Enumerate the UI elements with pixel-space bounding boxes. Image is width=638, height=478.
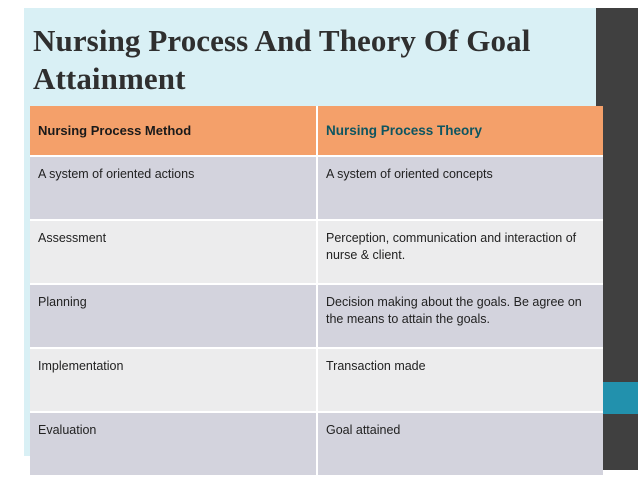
table-row: A system of oriented actions A system of… bbox=[30, 156, 603, 221]
cell-method: A system of oriented actions bbox=[30, 156, 318, 221]
table-header-theory: Nursing Process Theory bbox=[317, 106, 603, 157]
table-row: Assessment Perception, communication and… bbox=[30, 220, 603, 285]
right-strip-bottom-cap bbox=[596, 470, 638, 478]
comparison-table: Nursing Process Method Nursing Process T… bbox=[30, 106, 603, 477]
table-row: Planning Decision making about the goals… bbox=[30, 284, 603, 349]
cell-method: Planning bbox=[30, 284, 318, 349]
left-margin-band bbox=[0, 0, 24, 478]
table-row: Evaluation Goal attained bbox=[30, 412, 603, 477]
cell-theory: Transaction made bbox=[317, 348, 603, 413]
table-header-row: Nursing Process Method Nursing Process T… bbox=[30, 106, 603, 157]
cell-theory: A system of oriented concepts bbox=[317, 156, 603, 221]
cell-theory: Goal attained bbox=[317, 412, 603, 477]
right-strip-top-cap bbox=[596, 0, 638, 8]
page-title: Nursing Process And Theory Of Goal Attai… bbox=[33, 23, 531, 96]
table-header-method: Nursing Process Method bbox=[30, 106, 318, 157]
cell-method: Evaluation bbox=[30, 412, 318, 477]
table-row: Implementation Transaction made bbox=[30, 348, 603, 413]
cell-theory: Decision making about the goals. Be agre… bbox=[317, 284, 603, 349]
right-accent-block bbox=[596, 382, 638, 414]
cell-theory: Perception, communication and interactio… bbox=[317, 220, 603, 285]
cell-method: Assessment bbox=[30, 220, 318, 285]
cell-method: Implementation bbox=[30, 348, 318, 413]
top-margin-band bbox=[0, 0, 638, 8]
